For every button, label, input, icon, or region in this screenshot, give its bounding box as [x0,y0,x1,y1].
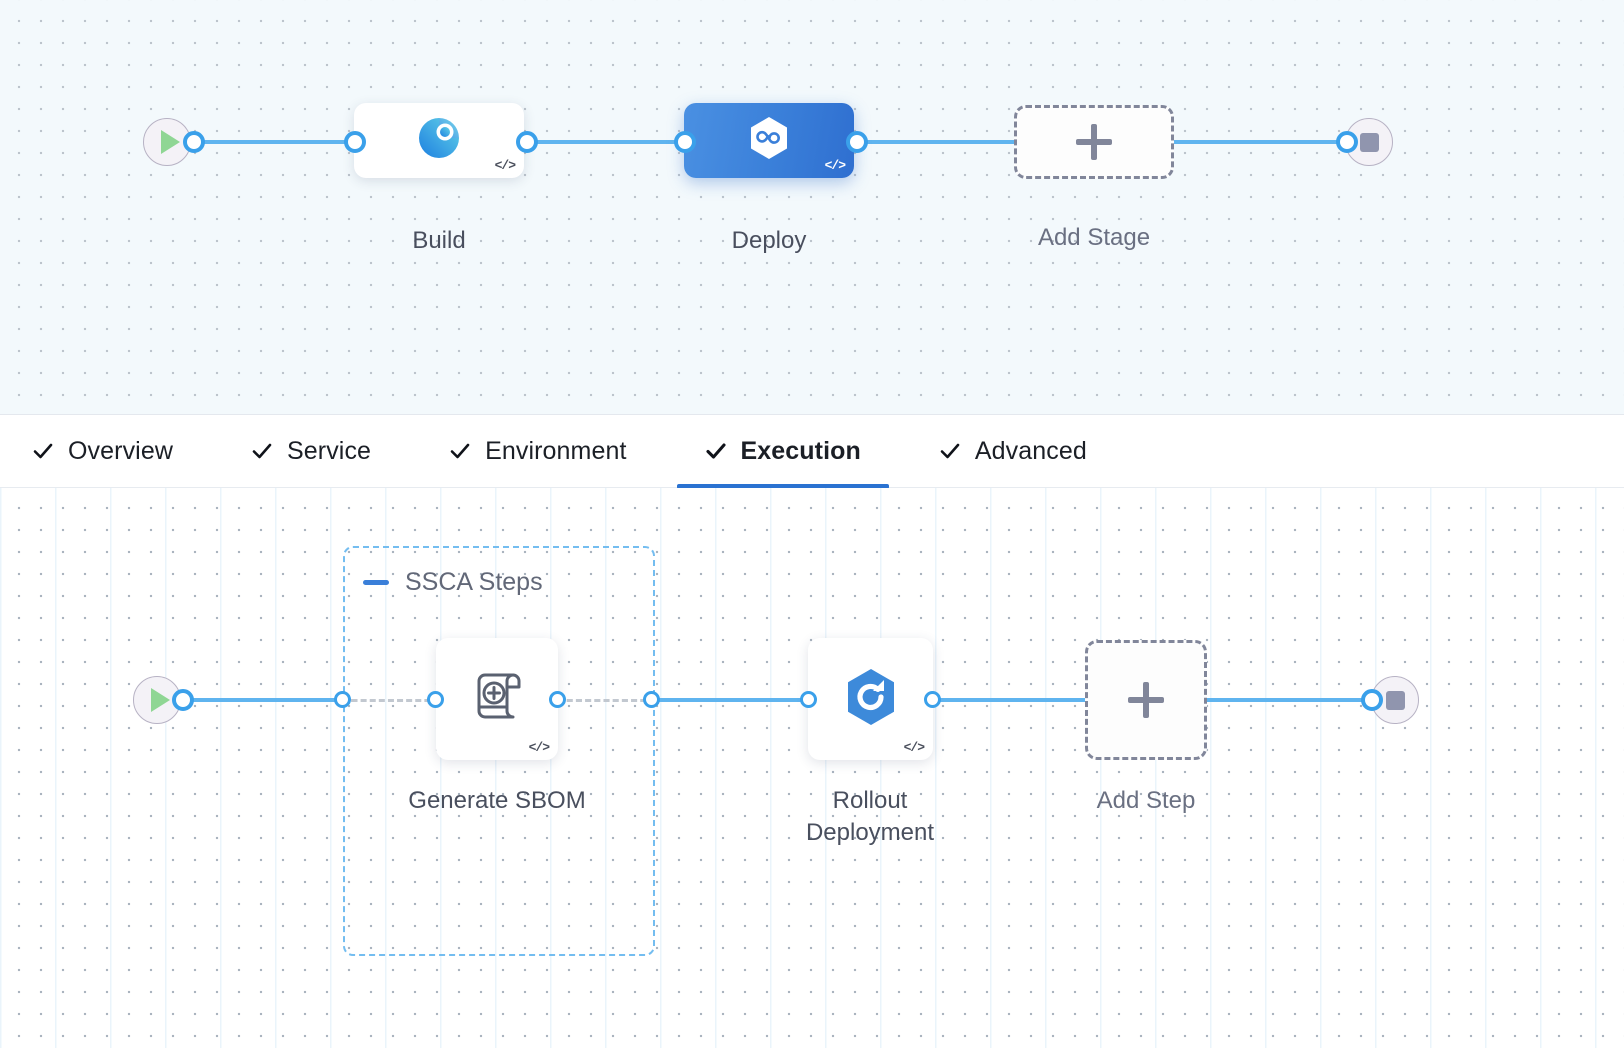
step-label-rollout-deployment: Rollout Deployment [805,787,935,846]
stage-config-tabbar: Overview Service Environment Execution A… [0,414,1624,489]
connector-rollout-to-addstep [930,698,1095,702]
stage-label-deploy: Deploy [731,227,807,254]
check-icon [251,440,273,462]
port-start-out[interactable] [183,131,205,153]
tab-overview[interactable]: Overview [32,414,173,488]
stop-icon [1385,690,1405,710]
plus-icon [1128,682,1164,718]
port-sbom-out[interactable] [549,691,566,708]
step-label-generate-sbom: Generate SBOM [408,787,586,814]
connector-deploy-to-addstage [852,140,1022,144]
add-stage-button[interactable] [1014,105,1174,179]
check-icon [705,440,727,462]
step-card-rollout-deployment[interactable]: </> [808,638,933,760]
port-group-entry[interactable] [334,691,351,708]
minus-icon[interactable] [363,580,389,585]
stage-card-deploy[interactable]: </> [684,103,854,178]
tab-label-overview: Overview [68,436,173,465]
port-rollout-out[interactable] [924,691,941,708]
connector-build-to-deploy [525,140,695,144]
plus-icon [1076,124,1112,160]
port-end-in[interactable] [1336,131,1358,153]
tab-advanced[interactable]: Advanced [939,414,1087,488]
check-icon [32,440,54,462]
tab-execution[interactable]: Execution [676,414,890,489]
connector-start-to-group [180,698,350,702]
connector-group-in-dashed [350,699,436,702]
connector-addstep-to-end [1205,698,1375,702]
step-execution-canvas[interactable]: SSCA Steps </> Generate SBOM [0,488,1624,1048]
tab-environment[interactable]: Environment [449,414,626,488]
rollout-hexagon-refresh-icon [840,666,902,733]
stage-card-build[interactable]: </> [354,103,524,178]
connector-group-to-rollout [650,698,815,702]
port-build-in[interactable] [344,131,366,153]
stage-label-build: Build [412,227,466,254]
step-group-ssca-steps[interactable] [343,546,655,956]
deploy-hexagon-infinity-icon [744,113,794,168]
add-step-label: Add Step [1096,787,1196,814]
sbom-code-tag[interactable]: </> [528,740,550,755]
port-step-end-in[interactable] [1361,689,1383,711]
port-sbom-in[interactable] [427,691,444,708]
build-code-tag[interactable]: </> [494,158,516,173]
pipeline-end-node[interactable] [1345,118,1393,166]
stage-pipeline-canvas[interactable]: </> Build </> Deploy Add Stage [0,0,1624,414]
step-group-title: SSCA Steps [405,568,543,596]
connector-addstage-to-end [1165,140,1365,144]
deploy-code-tag[interactable]: </> [824,158,846,173]
sbom-scroll-plus-icon [464,664,530,735]
build-donut-icon [415,114,463,167]
play-icon [160,130,180,154]
rollout-code-tag[interactable]: </> [903,740,925,755]
stop-icon [1359,132,1379,152]
step-group-header[interactable]: SSCA Steps [363,568,543,597]
port-build-out[interactable] [516,131,538,153]
add-stage-label: Add Stage [1037,224,1151,251]
port-deploy-out[interactable] [846,131,868,153]
step-card-generate-sbom[interactable]: </> [436,638,558,760]
connector-group-out-dashed [556,699,652,702]
add-step-button[interactable] [1085,640,1207,760]
tab-label-execution: Execution [740,436,861,465]
check-icon [449,440,471,462]
port-deploy-in[interactable] [674,131,696,153]
port-group-exit[interactable] [643,691,660,708]
play-icon [150,688,170,712]
port-step-start-out[interactable] [172,689,194,711]
tab-service[interactable]: Service [251,414,371,488]
connector-start-to-build [190,140,360,144]
port-rollout-in[interactable] [800,691,817,708]
tab-label-advanced: Advanced [974,436,1087,465]
tab-label-service: Service [287,436,372,465]
tab-label-environment: Environment [485,436,627,465]
check-icon [939,440,961,462]
